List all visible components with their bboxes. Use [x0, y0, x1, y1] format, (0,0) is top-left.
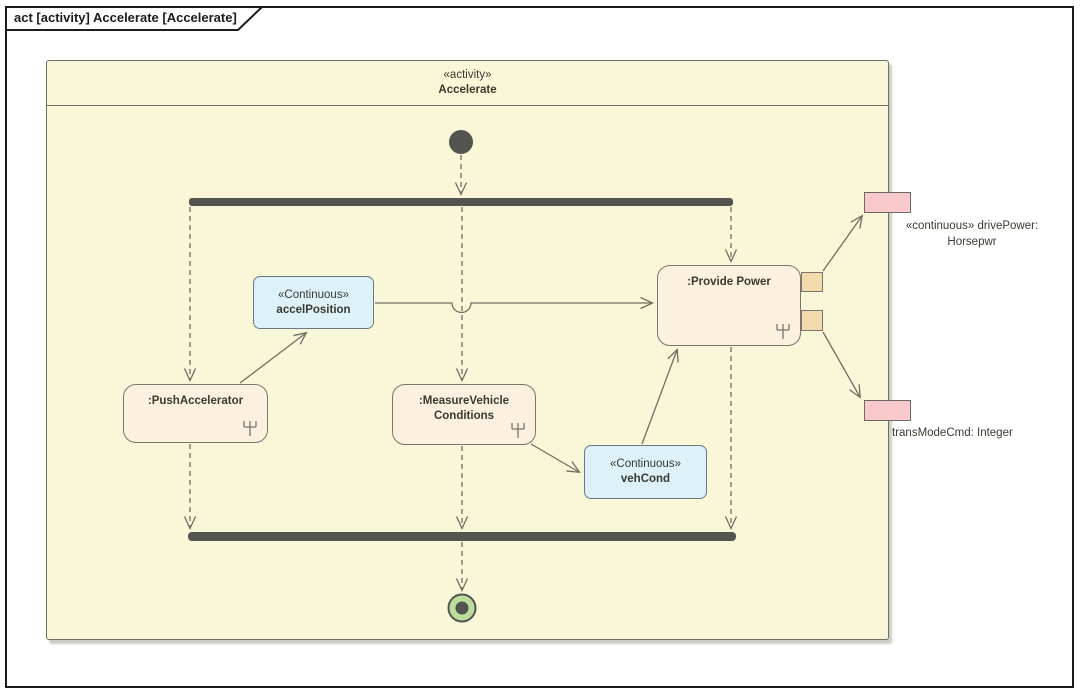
rake-icon	[511, 423, 525, 438]
object-accelposition[interactable]: «Continuous» accelPosition	[253, 276, 374, 329]
activity-final-node[interactable]	[447, 593, 477, 623]
frame-tab-outline	[6, 6, 263, 31]
action-push-accelerator[interactable]: :PushAccelerator	[123, 384, 268, 443]
edge-accelposition-to-providepower[interactable]	[375, 296, 655, 314]
initial-node[interactable]	[449, 130, 473, 154]
edge-vehcond-to-providepower[interactable]	[641, 348, 679, 445]
action-name: :PushAccelerator	[147, 395, 244, 407]
parameter-label-drivepower: «continuous» drivePower: Horsepwr	[905, 220, 1039, 248]
action-provide-power[interactable]: :Provide Power	[657, 265, 801, 346]
rake-icon	[243, 421, 257, 436]
object-stereotype: «Continuous»	[278, 288, 349, 301]
object-stereotype: «Continuous»	[610, 458, 681, 470]
fork-bar[interactable]	[189, 198, 733, 206]
object-name: vehCond	[620, 473, 671, 485]
object-name: accelPosition	[276, 303, 351, 316]
edge-pushaccelerator-to-accelposition[interactable]	[239, 331, 308, 384]
parameter-node-transmodecmd[interactable]	[864, 400, 911, 421]
activity-boundary[interactable]: «activity» Accelerate	[46, 60, 889, 640]
action-name: :Provide Power	[687, 276, 771, 288]
activity-stereotype: «activity»	[443, 69, 492, 81]
action-measure-vehicle-conditions[interactable]: :MeasureVehicle Conditions	[392, 384, 536, 445]
action-name-line1: :MeasureVehicle	[418, 395, 510, 407]
action-name-line2: Conditions	[433, 410, 495, 422]
frame-tab-title: act [activity] Accelerate [Accelerate]	[14, 10, 237, 25]
output-pin-drivepower[interactable]	[801, 272, 823, 292]
edge-outpin-to-drivepower[interactable]	[822, 214, 864, 272]
object-vehcond[interactable]: «Continuous» vehCond	[584, 445, 707, 499]
join-bar[interactable]	[188, 532, 736, 541]
output-pin-transmodecmd[interactable]	[801, 310, 823, 331]
activity-header: «activity» Accelerate	[47, 61, 888, 106]
activity-name: Accelerate	[438, 84, 497, 96]
rake-icon	[776, 324, 790, 339]
parameter-node-drivepower[interactable]	[864, 192, 911, 213]
parameter-label-transmodecmd: transModeCmd: Integer	[892, 427, 1013, 439]
edge-outpin-to-transmodecmd[interactable]	[822, 331, 862, 399]
edge-measurevehicle-to-vehcond[interactable]	[530, 443, 581, 474]
